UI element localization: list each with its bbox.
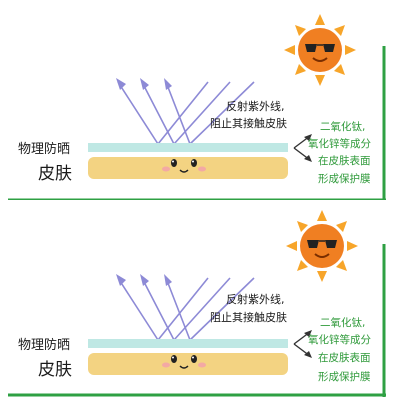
green-text-line1: 二氧化钛, bbox=[320, 316, 365, 329]
green-text-line3: 在皮肤表面 bbox=[318, 351, 371, 364]
skin-layer bbox=[88, 157, 288, 179]
pointer-arrowhead-down bbox=[304, 155, 312, 162]
left-label-line1: 物理防晒 bbox=[18, 337, 70, 353]
skin-face-icon bbox=[162, 355, 206, 369]
sun-icon bbox=[286, 210, 358, 282]
green-text-line2: 氧化锌等成分 bbox=[308, 333, 371, 346]
uv-rays-reflected bbox=[157, 277, 255, 341]
reflect-text-line2: 阻止其接触皮肤 bbox=[210, 116, 287, 130]
uv-rays-reflected bbox=[157, 81, 255, 145]
green-text-line4: 形成保护膜 bbox=[318, 172, 371, 185]
diagram-panel-2: 反射紫外线, 阻止其接触皮肤 物理防晒 皮肤 二氧化钛, 氧化锌等成分 在皮肤表… bbox=[8, 204, 386, 397]
green-text-line3: 在皮肤表面 bbox=[318, 154, 371, 167]
uv-ray-arrowheads bbox=[116, 274, 172, 286]
green-text-line1: 二氧化钛, bbox=[320, 120, 365, 133]
left-label-line2: 皮肤 bbox=[38, 360, 72, 380]
pointer-arrowhead-up bbox=[304, 134, 312, 141]
protective-film bbox=[88, 339, 288, 348]
reflect-text-line2: 阻止其接触皮肤 bbox=[210, 310, 287, 324]
green-text-line4: 形成保护膜 bbox=[318, 370, 371, 383]
protective-film bbox=[88, 143, 288, 152]
uv-ray-arrowheads bbox=[116, 78, 172, 90]
uv-rays-incoming bbox=[117, 81, 191, 145]
uv-rays-incoming bbox=[117, 277, 191, 341]
left-label-line2: 皮肤 bbox=[38, 164, 72, 184]
pointer-arrowhead-up bbox=[304, 330, 312, 337]
skin-layer bbox=[88, 353, 288, 375]
reflect-text-line1: 反射紫外线, bbox=[226, 292, 285, 306]
reflect-text-line1: 反射紫外线, bbox=[226, 99, 285, 113]
skin-face-icon bbox=[162, 159, 206, 173]
diagram-panel-1: 反射紫外线, 阻止其接触皮肤 物理防晒 皮肤 二氧化钛, 氧化锌等成分 在皮肤 bbox=[8, 6, 386, 200]
pointer-arrowhead-down bbox=[304, 351, 312, 358]
diagram-canvas-1: 反射紫外线, 阻止其接触皮肤 物理防晒 皮肤 二氧化钛, 氧化锌等成分 在皮肤 bbox=[8, 14, 386, 200]
diagram-canvas-2: 反射紫外线, 阻止其接触皮肤 物理防晒 皮肤 二氧化钛, 氧化锌等成分 在皮肤表… bbox=[8, 210, 386, 397]
left-label-line1: 物理防晒 bbox=[18, 141, 70, 157]
green-text-line2: 氧化锌等成分 bbox=[308, 137, 371, 150]
sun-icon bbox=[284, 14, 356, 86]
